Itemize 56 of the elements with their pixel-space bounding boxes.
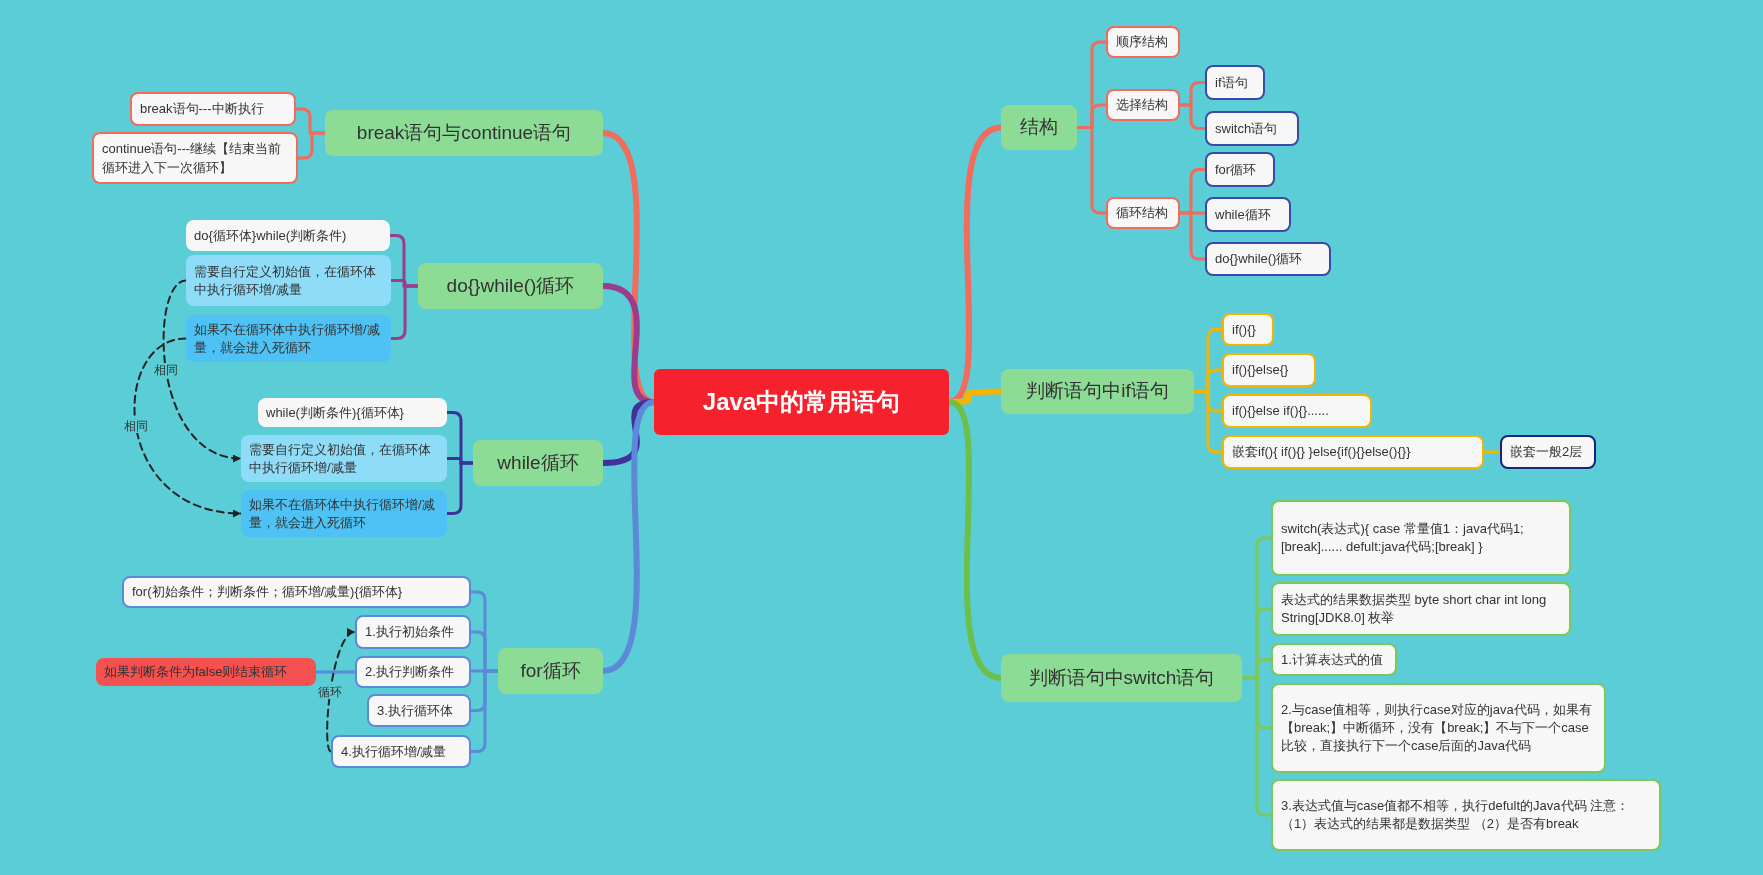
- subtopic-box: 1.执行初始条件: [355, 615, 471, 649]
- subtopic-box: switch语句: [1205, 111, 1299, 146]
- main-topic: do{}while()循环: [418, 263, 603, 309]
- connector-line: [314, 670, 357, 674]
- main-topic: break语句与continue语句: [325, 110, 603, 156]
- subtopic-box: if语句: [1205, 65, 1265, 100]
- subtopic-box: break语句---中断执行: [130, 92, 296, 126]
- subtopic-box: 选择结构: [1106, 89, 1180, 121]
- subtopic-box: 2.执行判断条件: [355, 656, 471, 688]
- connector-line: [296, 131, 327, 160]
- subtopic-box: 1.计算表达式的值: [1271, 643, 1397, 676]
- main-topic: while循环: [473, 440, 603, 486]
- main-topic: for循环: [498, 648, 603, 694]
- connector-line: [1075, 126, 1108, 215]
- subtopic-box: if(){}else if(){}......: [1222, 394, 1372, 428]
- edge-label: 相同: [121, 419, 150, 433]
- subtopic-box: switch(表达式){ case 常量值1：java代码1;[break]...... defult:java代码;[break] }: [1271, 500, 1571, 576]
- connector-line: [1482, 450, 1502, 454]
- subtopic-box: for循环: [1205, 152, 1275, 187]
- subtopic-box: for(初始条件；判断条件；循环增/减量){循环体}: [122, 576, 471, 608]
- connector-line: [1178, 211, 1207, 261]
- subtopic-box: continue语句---继续【结束当前循环进入下一次循环】: [92, 132, 298, 184]
- subtopic-box: if(){}else{}: [1222, 353, 1316, 387]
- subtopic-box: 3.表达式值与case值都不相等，执行defult的Java代码 注意：（1）表达式的结果都是数据类型 （2）是否有break: [1271, 779, 1661, 851]
- subtopic-box: 如果不在循环体中执行循环增/减量，就会进入死循环: [241, 490, 447, 537]
- subtopic-box: 嵌套一般2层: [1500, 435, 1596, 469]
- central-topic: Java中的常用语句: [654, 369, 949, 435]
- dashed-arrow: [162, 279, 242, 462]
- subtopic-box: 顺序结构: [1106, 26, 1180, 58]
- subtopic-box: 3.执行循环体: [367, 694, 471, 727]
- connector-line: [469, 669, 500, 753]
- connector-line: [1178, 103, 1207, 130]
- subtopic-box: 表达式的结果数据类型 byte short char int long String[JDK8.0] 枚举: [1271, 582, 1571, 636]
- connector-line: [445, 461, 475, 515]
- subtopic-box: 如果不在循环体中执行循环增/减量，就会进入死循环: [186, 315, 391, 362]
- subtopic-box: 如果判断条件为false则结束循环: [96, 658, 316, 686]
- edge-label: 循环: [316, 684, 345, 699]
- subtopic-box: 循环结构: [1106, 197, 1180, 229]
- main-topic: 判断语句中switch语句: [1001, 654, 1242, 702]
- subtopic-box: do{循环体}while(判断条件): [186, 220, 390, 251]
- main-topic: 结构: [1001, 105, 1077, 150]
- subtopic-box: 4.执行循环增/减量: [331, 735, 471, 768]
- subtopic-box: while(判断条件){循环体}: [258, 398, 447, 427]
- edge-label: 相同: [151, 362, 180, 377]
- dashed-arrow: [133, 337, 242, 517]
- subtopic-box: while循环: [1205, 197, 1291, 232]
- subtopic-box: 2.与case值相等，则执行case对应的java代码，如果有【break;】中断循环，没有【break;】不与下一个case比较，直接执行下一个case后面的Java代码: [1271, 683, 1606, 773]
- subtopic-box: 需要自行定义初始值，在循环体中执行循环增/减量: [186, 255, 391, 306]
- subtopic-box: 嵌套if(){ if(){} }else{if(){}else(){}}: [1222, 435, 1484, 469]
- subtopic-box: if(){}: [1222, 313, 1274, 346]
- connector-line: [389, 284, 420, 340]
- subtopic-box: do{}while()循环: [1205, 242, 1331, 276]
- dashed-arrow: [326, 631, 356, 753]
- main-topic: 判断语句中if语句: [1001, 369, 1194, 414]
- connector-line: [1240, 676, 1273, 817]
- subtopic-box: 需要自行定义初始值，在循环体中执行循环增/减量: [241, 435, 447, 482]
